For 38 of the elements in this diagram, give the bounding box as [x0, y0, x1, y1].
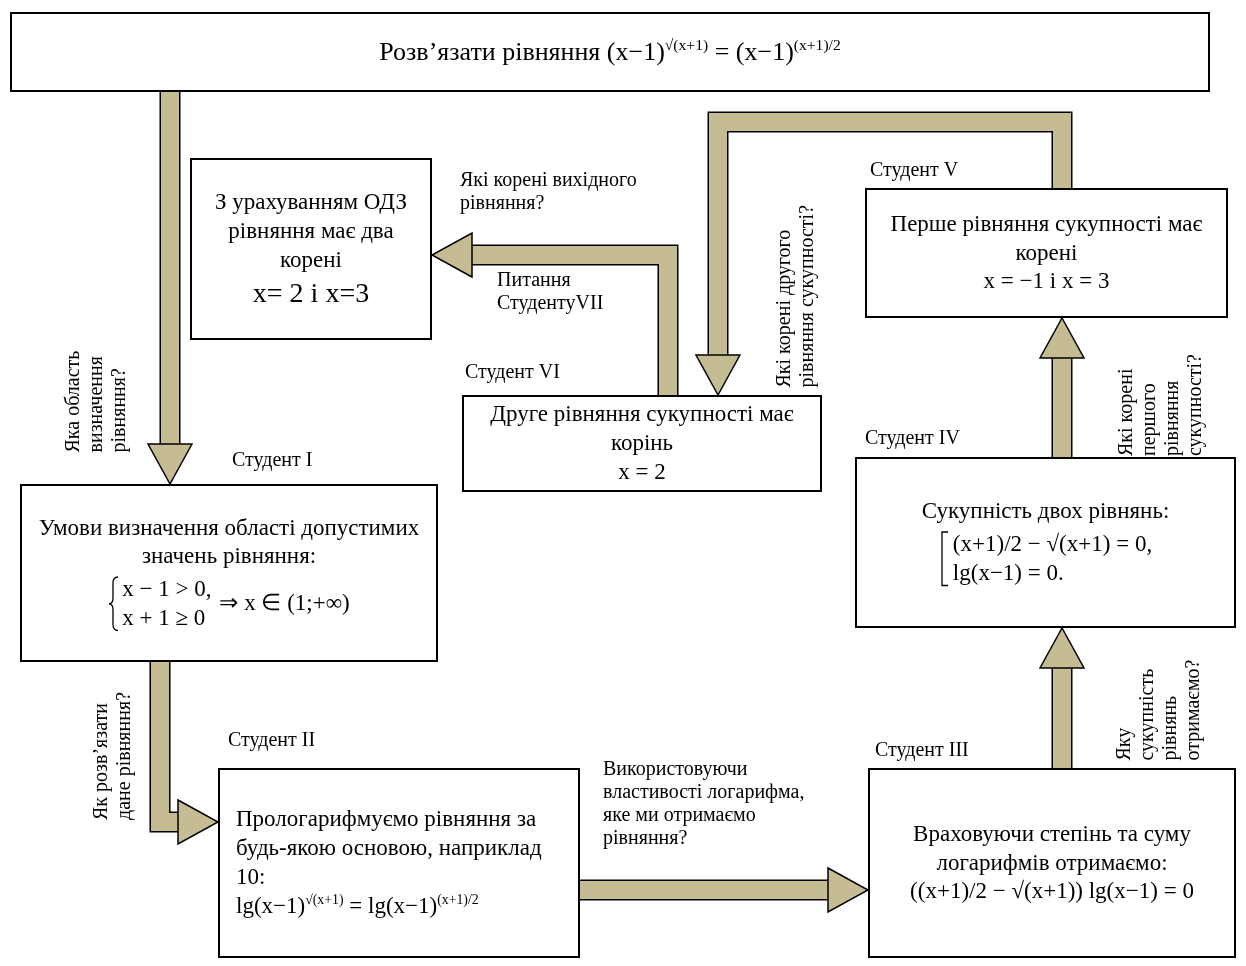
edge-label: Використовуючи властивості логарифма, яке ми отримаємо рівняння? — [603, 757, 806, 849]
student-label: Студент VI — [465, 360, 560, 383]
node-text: Враховуючи степінь та суму логарифмів отримаємо: — [912, 819, 1192, 877]
student-label: Студент I — [232, 448, 313, 471]
student-label: Студент III — [875, 738, 969, 761]
process-box — [865, 188, 1228, 318]
process-box — [462, 395, 822, 492]
node-text: Сукупність двох рівнянь: — [921, 497, 1170, 526]
formula-text: x − 1 > 0, — [122, 575, 212, 603]
formula-text: x = −1 i x = 3 — [983, 267, 1110, 296]
formula-text: x = 2 — [618, 457, 666, 486]
student-label: Студент IV — [865, 426, 960, 449]
edge-label: Які корені першого рівняння сукупності? — [1114, 353, 1206, 456]
student-label: Студент V — [870, 158, 959, 181]
edge-label: Яка область визначення рівняння? — [60, 349, 130, 453]
edge-label: Які корені вихідного рівняння? — [460, 168, 638, 214]
process-box — [855, 457, 1236, 628]
formula-text: ((x+1)/2 − √(x+1)) lg(x−1) = 0 — [910, 877, 1194, 906]
formula-text: (x+1)/2 − √(x+1) = 0, — [952, 530, 1153, 559]
formula-text: ⇒ x ∈ (1;+∞) — [219, 589, 350, 618]
process-box — [20, 484, 438, 662]
process-box — [868, 768, 1236, 958]
process-box — [218, 768, 580, 958]
note-text: Питання СтудентуVII — [497, 268, 605, 314]
formula-text: lg(x−1)$^{√(x+1)}$ = lg(x−1)$^{(x+1)/2}$ — [236, 891, 479, 921]
formula-text: x= 2 і x=3 — [252, 275, 370, 310]
student-label: Студент II — [228, 728, 316, 751]
formula-text: x + 1 ≥ 0 — [122, 603, 206, 632]
edge-label: Яку сукупність рівнянь отримаємо? — [1112, 658, 1204, 761]
title-box — [10, 12, 1210, 92]
formula-text: lg(x−1) = 0. — [952, 558, 1064, 587]
node-text: Прологарифмуємо рівняння за будь-якою основою, наприклад 10: — [236, 805, 543, 891]
node-text: З урахуванням ОДЗ рівняння має два корені — [213, 188, 409, 274]
node-text: Розв’язати рівняння (x−1)$^{√(x+1)}$ = (x−1)$^{(x+1)/2}$ — [379, 35, 841, 69]
node-text: Умови визначення області допустимих значень рівняння: — [37, 513, 421, 571]
process-box — [190, 158, 432, 340]
edge-label: Які корені другого рівняння сукупності? — [772, 204, 818, 388]
edge-label: Як розв’язати дане рівняння? — [89, 690, 135, 820]
